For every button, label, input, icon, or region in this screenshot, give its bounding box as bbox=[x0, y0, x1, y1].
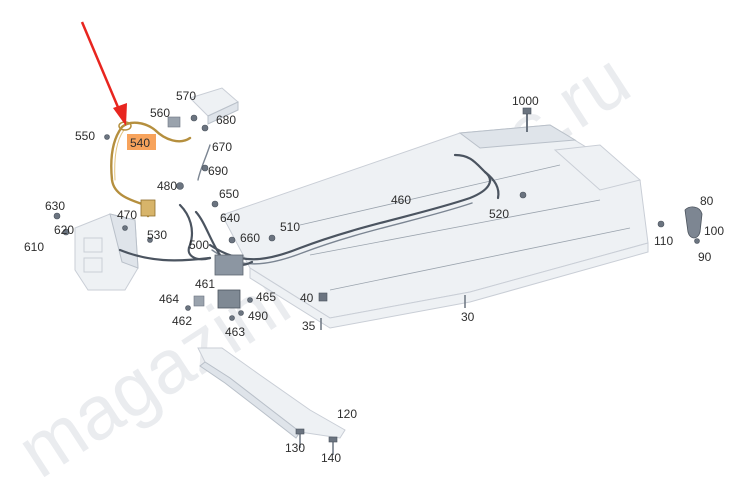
label-650[interactable]: 650 bbox=[219, 187, 239, 201]
small-fasteners bbox=[176, 144, 527, 244]
label-461[interactable]: 461 bbox=[195, 277, 215, 291]
label-670[interactable]: 670 bbox=[212, 140, 232, 154]
label-490[interactable]: 490 bbox=[248, 309, 268, 323]
label-463[interactable]: 463 bbox=[225, 325, 245, 339]
label-140[interactable]: 140 bbox=[321, 451, 341, 465]
label-460[interactable]: 460 bbox=[391, 193, 411, 207]
label-540[interactable]: 540 bbox=[130, 136, 150, 150]
label-620[interactable]: 620 bbox=[54, 223, 74, 237]
label-510[interactable]: 510 bbox=[280, 220, 300, 234]
label-540-highlight bbox=[127, 134, 156, 150]
label-110[interactable]: 110 bbox=[654, 234, 673, 248]
label-464[interactable]: 464 bbox=[159, 292, 179, 306]
label-90[interactable]: 90 bbox=[698, 250, 712, 264]
label-30[interactable]: 30 bbox=[461, 310, 475, 324]
battery-pack bbox=[221, 124, 649, 329]
label-480[interactable]: 480 bbox=[157, 179, 177, 193]
bracket-570 bbox=[167, 87, 239, 132]
connector-cluster bbox=[185, 289, 253, 321]
label-35[interactable]: 35 bbox=[302, 319, 316, 333]
underbody-panel-120 bbox=[197, 347, 346, 455]
label-470[interactable]: 470 bbox=[117, 208, 137, 222]
label-40[interactable]: 40 bbox=[300, 291, 314, 305]
label-130[interactable]: 130 bbox=[285, 441, 305, 455]
label-520[interactable]: 520 bbox=[489, 207, 509, 221]
bracket-80 bbox=[657, 206, 703, 244]
label-465[interactable]: 465 bbox=[256, 290, 276, 304]
bolt-1000 bbox=[522, 107, 532, 132]
label-462[interactable]: 462 bbox=[172, 314, 192, 328]
label-640[interactable]: 640 bbox=[220, 211, 240, 225]
label-120[interactable]: 120 bbox=[337, 407, 357, 421]
bottom-bolts bbox=[318, 292, 466, 330]
label-630[interactable]: 630 bbox=[45, 199, 65, 213]
highlight-arrow bbox=[80, 21, 127, 126]
label-530[interactable]: 530 bbox=[147, 228, 167, 242]
harness-500 bbox=[122, 203, 254, 276]
control-module bbox=[53, 212, 212, 291]
label-80[interactable]: 80 bbox=[700, 194, 714, 208]
label-680[interactable]: 680 bbox=[216, 113, 236, 127]
label-1000[interactable]: 1000 bbox=[512, 94, 539, 108]
label-500[interactable]: 500 bbox=[189, 238, 209, 252]
label-570[interactable]: 570 bbox=[176, 89, 196, 103]
label-660[interactable]: 660 bbox=[240, 231, 260, 245]
label-550[interactable]: 550 bbox=[75, 129, 95, 143]
label-100[interactable]: 100 bbox=[704, 224, 724, 238]
label-690[interactable]: 690 bbox=[208, 164, 228, 178]
label-610[interactable]: 610 bbox=[24, 240, 44, 254]
label-560[interactable]: 560 bbox=[150, 106, 170, 120]
